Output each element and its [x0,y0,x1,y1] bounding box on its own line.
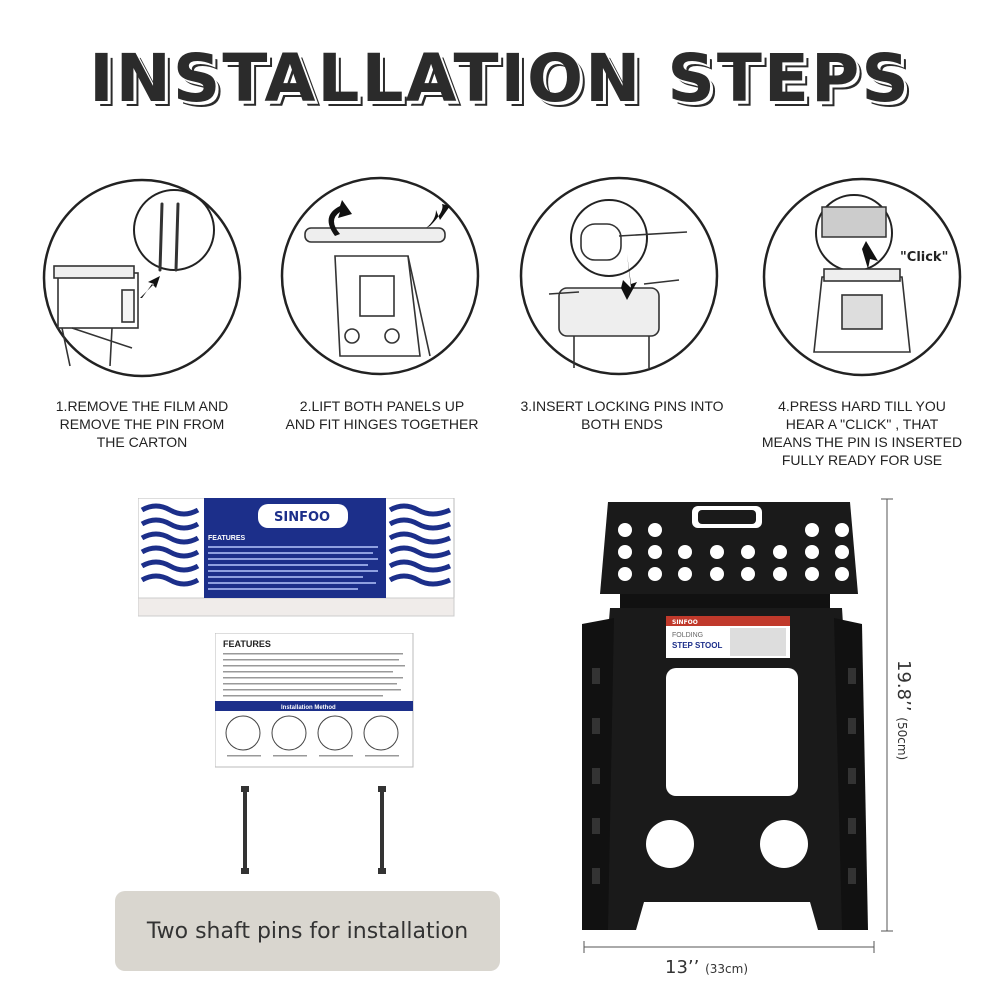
step-4-illustration: "Click" [762,177,962,377]
stool-label-brand: SINFOO [672,619,698,626]
folding-step-stool: SINFOO FOLDING STEP STOOL [582,502,868,930]
caption-line: REMOVE THE PIN FROM [59,416,225,432]
step-2-caption: 2.LIFT BOTH PANELS UP AND FIT HINGES TOG… [262,397,502,433]
caption-line: 1.REMOVE THE FILM AND [55,398,229,414]
page-title: INSTALLATION STEPS [89,40,911,117]
instruction-manual: FEATURES Installation Method [215,633,414,768]
width-dimension-line [583,941,875,953]
stool-label-line1: FOLDING [672,632,703,639]
shaft-pin-left [241,786,249,874]
caption-line: HEAR A "CLICK" , THAT [785,416,939,432]
height-dimension-line [881,498,893,932]
width-metric: (33cm) [705,962,749,976]
box-features-heading: FEATURES [208,535,246,542]
step-1-illustration [42,178,242,378]
caption-line: 3.INSERT LOCKING PINS INTO [520,398,724,414]
caption-line: THE CARTON [96,434,188,450]
height-value: 19.8’’ [893,660,914,712]
caption-line: BOTH ENDS [581,416,663,432]
caption-line: AND FIT HINGES TOGETHER [285,416,479,432]
shaft-pin-right [378,786,386,874]
pins-caption: Two shaft pins for installation [115,891,500,971]
step-4-caption: 4.PRESS HARD TILL YOU HEAR A "CLICK" , T… [742,397,982,469]
caption-line: FULLY READY FOR USE [781,452,943,468]
caption-line: MEANS THE PIN IS INSERTED [761,434,963,450]
click-label: "Click" [900,250,948,265]
step-3-illustration [519,176,719,376]
stool-label-line2: STEP STOOL [672,641,722,650]
width-dimension: 13’’ (33cm) [665,957,748,978]
width-value: 13’’ [665,957,700,978]
manual-features-heading: FEATURES [223,639,271,649]
height-metric: (50cm) [895,717,909,761]
manual-install-heading: Installation Method [281,705,336,711]
step-1-caption: 1.REMOVE THE FILM AND REMOVE THE PIN FRO… [22,397,262,451]
height-dimension: 19.8’’ (50cm) [880,660,960,800]
step-2-illustration [280,176,480,376]
caption-line: 2.LIFT BOTH PANELS UP [299,398,465,414]
box-brand: SINFOO [274,510,330,525]
product-box: SINFOO FEATURES [138,498,455,617]
caption-line: 4.PRESS HARD TILL YOU [778,398,946,414]
step-3-caption: 3.INSERT LOCKING PINS INTO BOTH ENDS [502,397,742,433]
